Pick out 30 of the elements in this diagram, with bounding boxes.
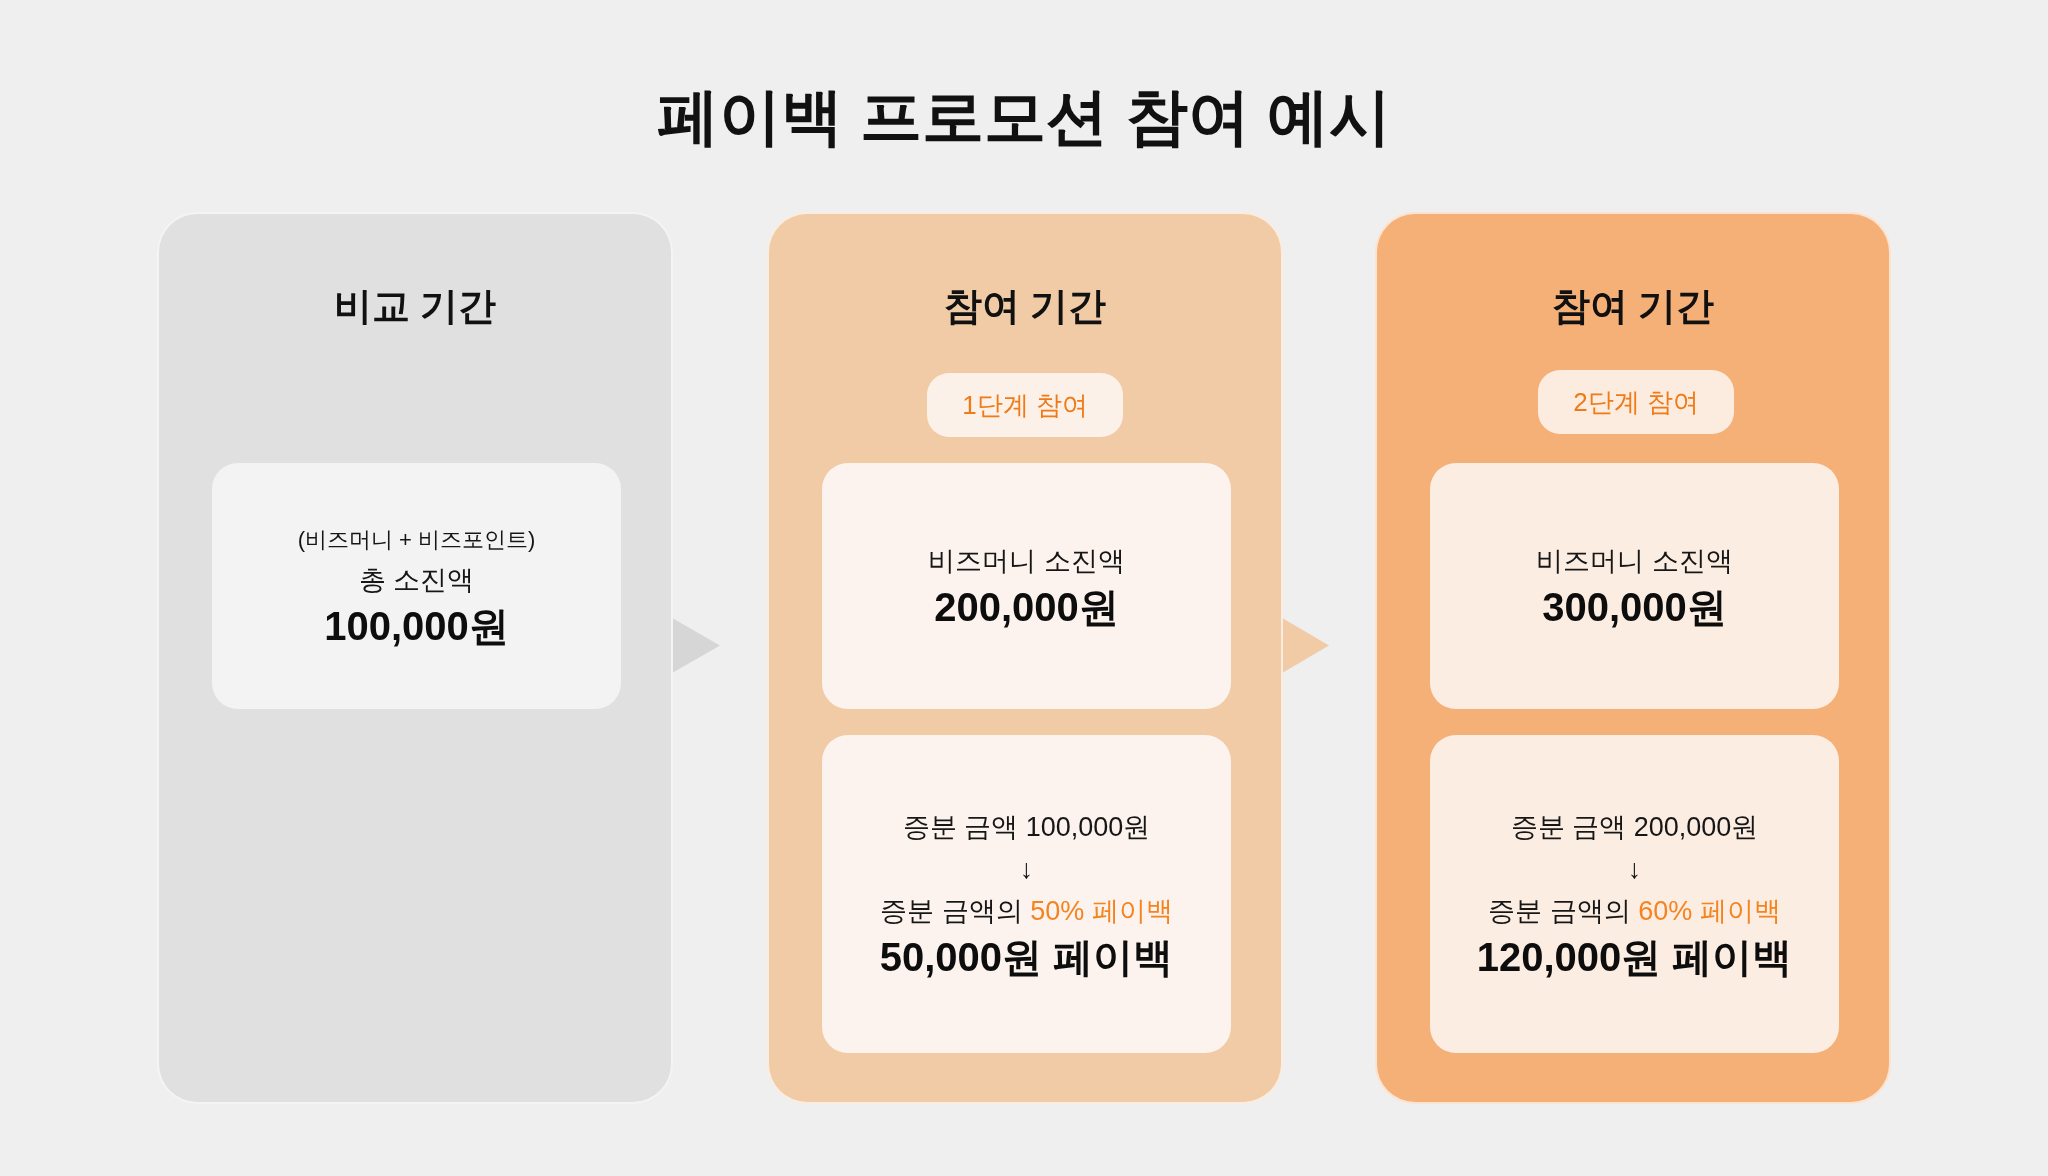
amount-card — [1430, 463, 1839, 709]
card-caption: 증분 금액 100,000원 — [902, 811, 1151, 844]
amount-card — [1430, 735, 1839, 1053]
down-arrow: ↓ — [1019, 853, 1034, 886]
chevron-arrow — [1283, 618, 1329, 673]
card-caption: 증분 금액의 50% 페이백 — [880, 895, 1173, 928]
card-caption: 비즈머니 소진액 — [928, 545, 1125, 578]
card-caption: (비즈머니 + 비즈포인트) — [297, 526, 536, 554]
step-badge: 2단계 참여 — [1538, 370, 1734, 434]
down-arrow: ↓ — [1627, 853, 1642, 886]
step-badge: 1단계 참여 — [927, 373, 1123, 437]
period-panel — [157, 212, 673, 1104]
amount-text: 200,000원 — [934, 584, 1119, 631]
amount-card — [822, 735, 1231, 1053]
amount-card — [822, 463, 1231, 709]
panel-heading: 참여 기간 — [1551, 284, 1715, 329]
chevron-arrow — [673, 618, 720, 673]
panel-heading: 비교 기간 — [333, 284, 497, 329]
diagram-title: 페이백 프로모션 참여 예시 — [657, 81, 1391, 153]
card-caption: 증분 금액의 60% 페이백 — [1488, 895, 1781, 928]
amount-text: 300,000원 — [1542, 584, 1727, 631]
amount-text: 120,000원 페이백 — [1476, 934, 1793, 981]
panel-heading: 참여 기간 — [943, 284, 1107, 329]
period-panel — [1375, 212, 1891, 1104]
amount-text: 100,000원 — [324, 603, 509, 650]
amount-text: 50,000원 페이백 — [879, 934, 1174, 981]
card-caption: 증분 금액 200,000원 — [1510, 811, 1759, 844]
period-panel — [767, 212, 1283, 1104]
card-caption: 총 소진액 — [358, 564, 475, 597]
card-caption: 비즈머니 소진액 — [1536, 545, 1733, 578]
